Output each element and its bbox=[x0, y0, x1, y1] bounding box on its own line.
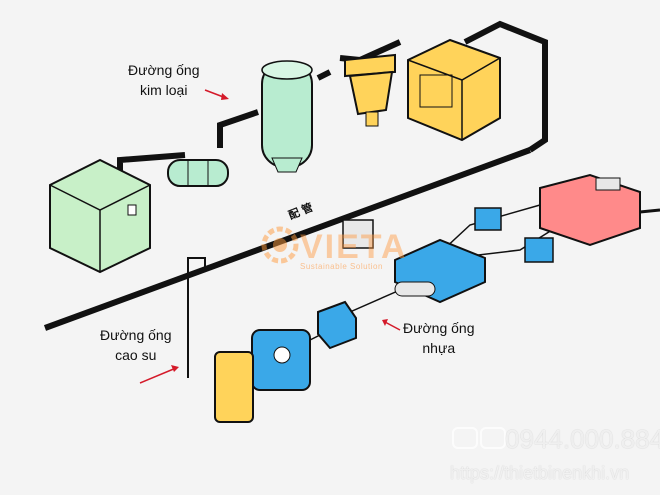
solenoid-valve-manifold bbox=[394, 238, 486, 304]
air-dryer bbox=[407, 38, 501, 142]
speed-controller-2 bbox=[524, 237, 554, 263]
label-plastic-pipe-line2: nhựa bbox=[422, 340, 456, 356]
lubricator bbox=[214, 351, 254, 423]
label-plastic-pipe-line1: Đường ống bbox=[403, 320, 475, 336]
speed-controller-1 bbox=[474, 207, 502, 231]
phone-icon bbox=[452, 427, 506, 449]
label-rubber-pipe-line1: Đường ống bbox=[100, 327, 172, 343]
metal-pipe-loop bbox=[463, 20, 548, 153]
rubber-hose bbox=[187, 257, 206, 378]
watermark-brand: VIETA bbox=[300, 228, 408, 266]
pressure-switch bbox=[342, 219, 374, 249]
frl-unit bbox=[251, 329, 311, 391]
metal-pipe-cooler-link bbox=[217, 109, 259, 148]
label-metal-pipe: Đường ống kim loại bbox=[128, 60, 199, 100]
after-cooler bbox=[167, 159, 229, 187]
air-tank bbox=[261, 60, 313, 173]
main-pipe bbox=[43, 147, 532, 331]
vieta-gear-icon bbox=[261, 226, 299, 264]
label-rubber-pipe-line2: cao su bbox=[115, 347, 157, 363]
watermark-phone: 0944.000.884 bbox=[505, 424, 660, 454]
main-line-filter bbox=[344, 53, 396, 127]
arrow-plastic-pipe bbox=[382, 319, 401, 331]
air-cylinder bbox=[539, 173, 660, 247]
label-plastic-pipe: Đường ống nhựa bbox=[403, 318, 474, 358]
metal-pipe-tank-link bbox=[316, 69, 332, 81]
watermark-tagline: Sustainable Solution bbox=[300, 262, 383, 271]
air-compressor bbox=[49, 158, 151, 274]
watermark-url: https://thietbinenkhi.vn bbox=[450, 463, 630, 483]
label-rubber-pipe: Đường ống cao su bbox=[100, 325, 171, 365]
flow-control-valve bbox=[317, 300, 357, 350]
arrow-metal-pipe bbox=[204, 89, 229, 100]
label-metal-pipe-line1: Đường ống bbox=[128, 62, 200, 78]
arrow-rubber-pipe bbox=[139, 365, 179, 384]
label-metal-pipe-line2: kim loại bbox=[140, 82, 188, 98]
